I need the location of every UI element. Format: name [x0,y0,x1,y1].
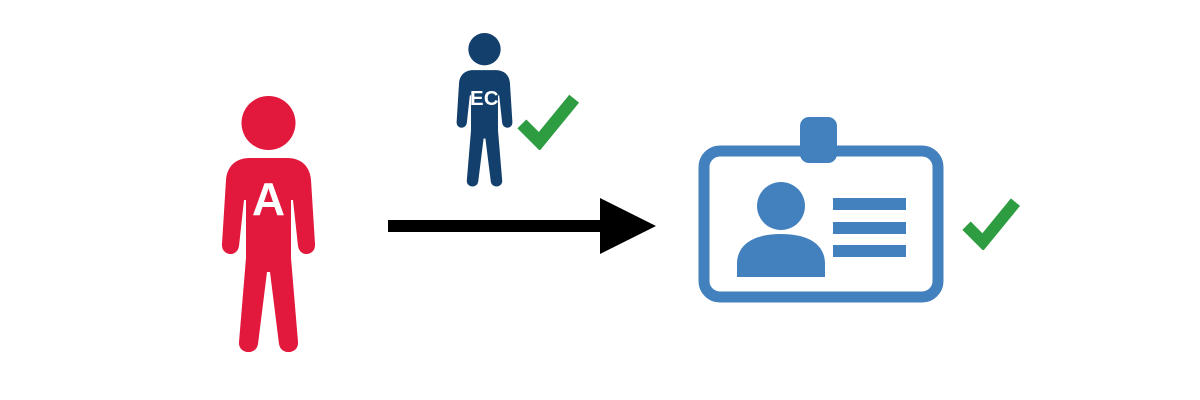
arrow-shape [388,198,656,254]
card-details [737,117,906,277]
endorser-check-icon [517,92,579,150]
applicant-label: A [252,173,285,225]
arrow-head [600,198,656,254]
id-card-icon [698,117,944,303]
card-text-line-1 [833,198,906,210]
card-check-icon [962,196,1020,250]
endorser-label: EC [470,88,499,110]
check-stroke [967,202,1016,242]
card-photo-shoulders [737,234,825,277]
card-text-line-2 [833,222,906,234]
check-stroke [522,99,574,142]
card-clip [800,117,837,163]
card-text-line-3 [833,245,906,257]
arrow-shaft [388,220,606,232]
endorser-person-icon: EC [456,33,513,187]
applicant-person-icon: A [221,96,316,353]
card-photo-head [757,182,805,230]
arrow-right-icon [388,198,656,254]
